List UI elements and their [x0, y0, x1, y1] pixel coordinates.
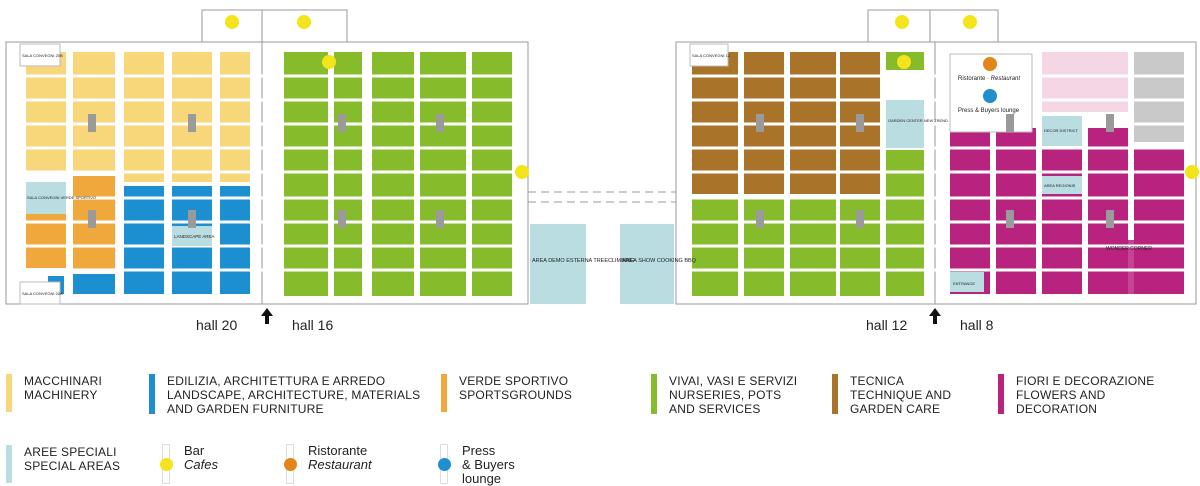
- garden-center-label: GARDEN CENTER NEW TREND: [888, 118, 948, 123]
- legend-swatch-machinery: [6, 374, 12, 412]
- hall-8-grey-stands: [1134, 52, 1184, 142]
- press-lounge-map-label: Press & Buyers lounge: [958, 108, 1020, 114]
- legend-label: Cafes: [184, 457, 218, 472]
- legend-vivai: VIVAI, VASI E SERVIZI NURSERIES, POTS AN…: [651, 374, 797, 416]
- legend-label: Ristorante: [308, 443, 368, 458]
- sala-12-label: SALA CONVEGNI 12: [692, 53, 731, 58]
- hall-12-label: hall 12: [866, 317, 908, 333]
- legend-label: GARDEN CARE: [850, 402, 941, 416]
- cafe-markers: [225, 15, 1199, 179]
- legend-label: NURSERIES, POTS: [669, 388, 782, 402]
- legend-swatch-edilizia: [149, 374, 155, 414]
- floor-plan-map: SALA CONVEGNI 20B SALA CONVEGNI VERDE SP…: [5, 9, 1199, 324]
- legend-swatch-vivai: [651, 374, 657, 414]
- wonder-corner-area: [1088, 240, 1178, 294]
- sala-20b-label: SALA CONVEGNI 20B: [22, 53, 63, 58]
- legend-label: AREE SPECIALI: [24, 445, 117, 459]
- legend-label: & Buyers: [462, 457, 515, 472]
- legend-verde-sportivo: VERDE SPORTIVO SPORTSGROUNDS: [441, 374, 572, 412]
- legend-label: VIVAI, VASI E SERVIZI: [669, 374, 798, 388]
- legend-restaurant: Ristorante Restaurant: [284, 444, 372, 484]
- cafe-dot-icon: [160, 458, 173, 471]
- hall-16-nurseries-stands: [284, 52, 512, 296]
- entrance-label: ENTRANCE: [953, 281, 975, 286]
- show-area-label: AREA SHOW COOKING BBQ: [622, 258, 697, 264]
- legend-edilizia: EDILIZIA, ARCHITETTURA E ARREDO LANDSCAP…: [149, 374, 420, 416]
- legend-label: Press: [462, 443, 496, 458]
- legend-label: AND GARDEN FURNITURE: [167, 402, 324, 416]
- legend-label: VERDE SPORTIVO: [459, 374, 569, 388]
- pillars: [88, 114, 1114, 228]
- legend-label: AND SERVICES: [669, 402, 761, 416]
- wonder-corner-label: WONDER CORNER: [1106, 246, 1152, 252]
- legend-label: Restaurant: [308, 457, 372, 472]
- hall-20-machinery-stands: [26, 52, 250, 182]
- legend-swatch-aree-speciali: [6, 445, 12, 483]
- legend-label: LANDSCAPE, ARCHITECTURE, MATERIALS: [167, 388, 421, 402]
- restaurant-map-label: Ristorante · Restaurant: [958, 76, 1020, 82]
- entrance-arrow-icon: [261, 308, 941, 324]
- legend-tecnica: TECNICA TECHNIQUE AND GARDEN CARE: [832, 374, 951, 416]
- legend-aree-speciali: AREE SPECIALI SPECIAL AREAS: [6, 445, 120, 483]
- legend-machinery: MACCHINARI MACHINERY: [6, 374, 102, 412]
- hall-20-label: hall 20: [196, 317, 238, 333]
- legend-label: TECNICA: [850, 374, 905, 388]
- legend-label: FIORI E DECORAZIONE: [1016, 374, 1155, 388]
- restaurant-marker: [983, 57, 997, 71]
- hall-16-label: hall 16: [292, 317, 334, 333]
- legend-cafe: Bar Cafes: [160, 444, 218, 484]
- press-dot-icon: [438, 458, 451, 471]
- legend-press: Press & Buyers lounge: [438, 444, 515, 486]
- hall-8-pink-area: [1042, 52, 1128, 112]
- area-regionis-label: AREA REGIONIS: [1044, 183, 1076, 188]
- legend-label: TECHNIQUE AND: [850, 388, 952, 402]
- legend-label: FLOWERS AND: [1016, 388, 1106, 402]
- legend-label: Bar: [184, 443, 205, 458]
- press-lounge-marker: [983, 89, 997, 103]
- hall-8-label: hall 8: [960, 317, 994, 333]
- sala-20a-label: SALA CONVEGNI 20A: [22, 291, 63, 296]
- legend-label: SPORTSGROUNDS: [459, 388, 573, 402]
- sala-verde-label: SALA CONVEGNI VERDE SPORTIVO: [27, 195, 96, 200]
- landscape-area-label: LANDSCAPE AREA: [174, 234, 215, 239]
- legend-label: lounge: [462, 471, 502, 486]
- legend-label: MACCHINARI: [24, 374, 103, 388]
- legend-fiori: FIORI E DECORAZIONE FLOWERS AND DECORATI…: [998, 374, 1154, 416]
- legend-label: SPECIAL AREAS: [24, 459, 121, 473]
- legend-swatch-verde-sportivo: [441, 374, 447, 412]
- legend-label: MACHINERY: [24, 388, 98, 402]
- legend-label: EDILIZIA, ARCHITETTURA E ARREDO: [167, 374, 386, 388]
- hall-connector: [528, 191, 676, 203]
- legend-label: DECORATION: [1016, 402, 1098, 416]
- legend-swatch-tecnica: [832, 374, 838, 414]
- stand-grid-lines: [20, 74, 1190, 272]
- restaurant-dot-icon: [284, 458, 297, 471]
- legend-swatch-fiori: [998, 374, 1004, 414]
- decor-district-label: DECOR DISTRICT: [1044, 128, 1079, 133]
- demo-area-label: AREA DEMO ESTERNA TREECLIMBING: [532, 258, 635, 264]
- special-areas: [26, 100, 1082, 304]
